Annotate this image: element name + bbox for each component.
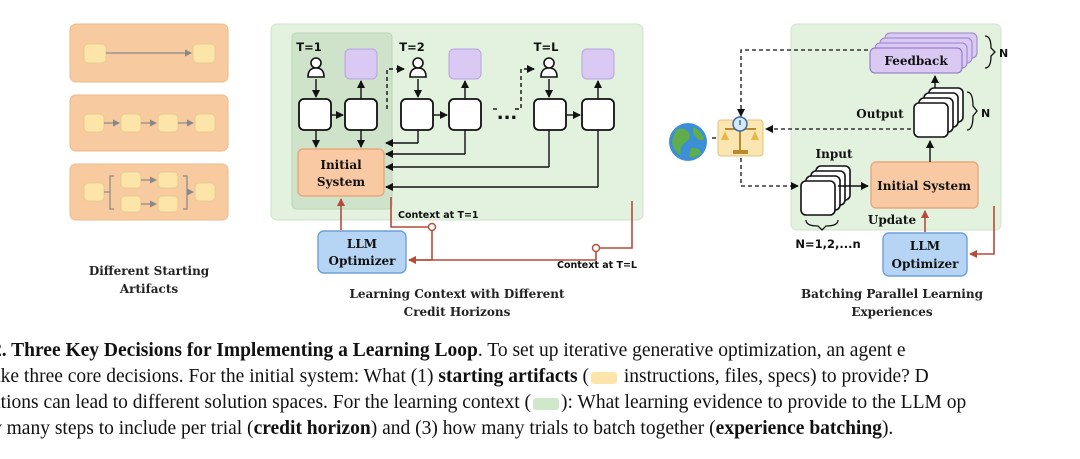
step-box bbox=[344, 98, 378, 131]
llm-optimizer-label-line2: Optimizer bbox=[329, 254, 397, 268]
label-tl: T=L bbox=[534, 40, 559, 54]
initial-system-box bbox=[870, 161, 979, 209]
initial-system-label-line1: Initial bbox=[320, 158, 362, 172]
panel1-title-line1: Different Starting bbox=[89, 264, 210, 278]
label-t1: T=1 bbox=[296, 40, 321, 54]
llm-optimizer-box bbox=[317, 230, 407, 274]
ellipsis: ... bbox=[497, 103, 518, 124]
initial-system-label-line2: System bbox=[317, 175, 366, 189]
feedback-square bbox=[344, 48, 378, 80]
artifact-color-swatch bbox=[590, 371, 617, 384]
caption-line-1: 2. Three Key Decisions for Implementing … bbox=[0, 338, 1080, 364]
step-box bbox=[581, 98, 615, 131]
input-label: Input bbox=[816, 147, 853, 161]
initial-system-box bbox=[297, 148, 385, 197]
feedback-square bbox=[448, 48, 482, 80]
context-color-swatch bbox=[532, 397, 559, 410]
initial-system-label: Initial System bbox=[877, 179, 971, 193]
output-n-label: N bbox=[981, 107, 990, 120]
caption-line-2: ake three core decisions. For the initia… bbox=[0, 366, 929, 387]
llm-optimizer-box bbox=[882, 232, 968, 277]
step-box bbox=[400, 98, 434, 131]
caption-title: 2. Three Key Decisions for Implementing … bbox=[0, 340, 478, 361]
step-box bbox=[448, 98, 482, 131]
step-box bbox=[298, 98, 332, 131]
feedback-stack bbox=[869, 32, 978, 74]
output-stack bbox=[913, 87, 964, 138]
batching-panel: Feedback N Output N Input N=1,2,...n Ini… bbox=[669, 23, 1008, 319]
panel3-title-line2: Experiences bbox=[851, 305, 933, 319]
feedback-square bbox=[581, 48, 615, 80]
globe-icon bbox=[669, 123, 707, 161]
figure-caption: 2. Three Key Decisions for Implementing … bbox=[0, 338, 1080, 442]
step-box bbox=[533, 98, 567, 131]
feedback-label: Feedback bbox=[884, 54, 948, 68]
caption-line-4: v many steps to include per trial (credi… bbox=[0, 418, 894, 439]
output-label: Output bbox=[856, 107, 904, 121]
input-stack bbox=[800, 165, 851, 216]
llm-optimizer-label-line1: LLM bbox=[347, 237, 377, 251]
panel2-title-line2: Credit Horizons bbox=[404, 305, 511, 319]
llm-optimizer-label-line1: LLM bbox=[910, 239, 940, 253]
update-label: Update bbox=[868, 213, 917, 227]
label-t2: T=2 bbox=[399, 40, 424, 54]
scale-tool-icon bbox=[717, 116, 764, 157]
panel2-title-line1: Learning Context with Different bbox=[349, 287, 565, 301]
caption-line-3: ations can lead to different solution sp… bbox=[0, 392, 967, 413]
batch-size-label: N=1,2,...n bbox=[795, 237, 860, 251]
panel1-title-line2: Artifacts bbox=[119, 282, 179, 296]
feedback-n-label: N bbox=[999, 47, 1008, 60]
starting-artifacts-panel: Different Starting Artifacts bbox=[69, 23, 229, 296]
context-t1-label: Context at T=1 bbox=[398, 210, 479, 221]
learning-context-panel: T=1 T=2 T=L bbox=[270, 23, 644, 319]
llm-optimizer-label-line2: Optimizer bbox=[892, 257, 960, 271]
panel3-title-line1: Batching Parallel Learning bbox=[801, 287, 984, 301]
context-tl-label: Context at T=L bbox=[557, 260, 637, 271]
